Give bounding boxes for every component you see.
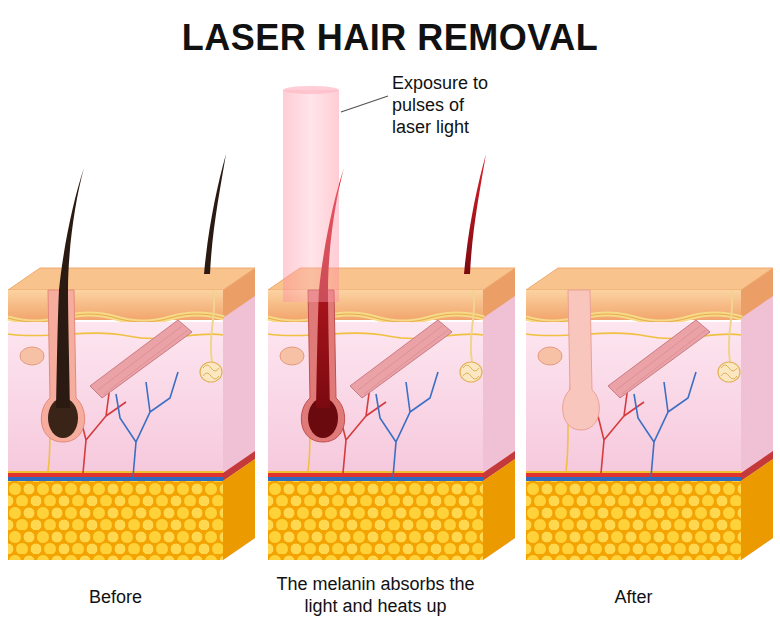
after-block	[526, 268, 773, 560]
panel-caption: The melanin absorbs the light and heats …	[268, 573, 483, 617]
leader-line	[341, 96, 388, 112]
laser-block	[268, 86, 515, 560]
skin-block	[8, 268, 255, 560]
laser-beam	[283, 90, 339, 302]
panel-caption: After	[526, 586, 741, 608]
after-block	[563, 290, 600, 430]
panel-caption: Before	[8, 586, 223, 608]
skin-block	[526, 268, 773, 560]
diagram-title: LASER HAIR REMOVAL	[0, 16, 780, 60]
skin-block	[268, 268, 515, 560]
laser-beam	[283, 86, 339, 94]
laser-block	[464, 154, 486, 274]
before-block	[56, 168, 84, 408]
before-block	[204, 154, 226, 274]
before-block	[8, 154, 255, 560]
callout-label: Exposure to pulses of laser light	[392, 72, 492, 138]
